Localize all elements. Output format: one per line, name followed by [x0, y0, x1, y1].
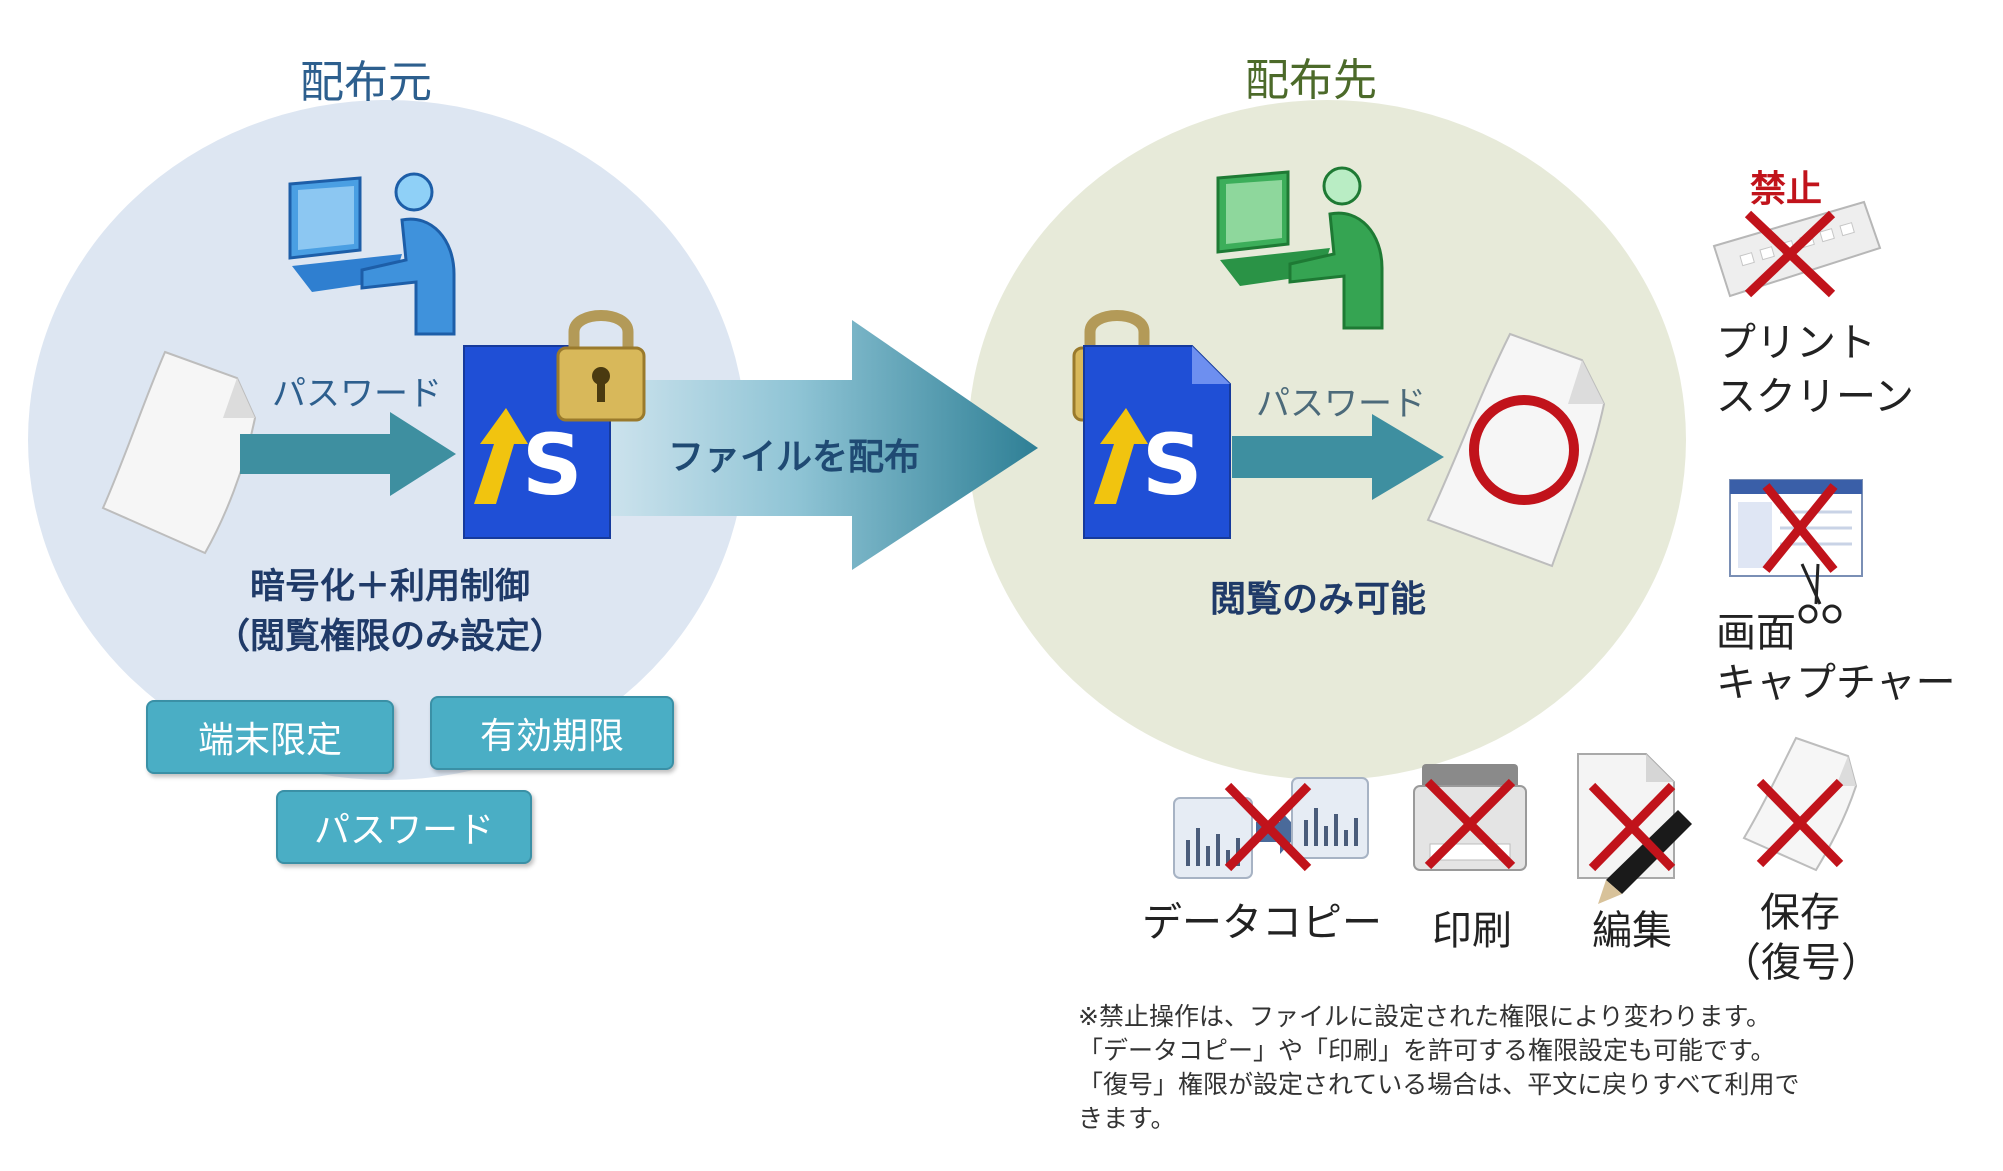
source-caption-line1: 暗号化＋利用制御 — [249, 567, 530, 607]
ts-protected-file-icon: S — [1083, 345, 1231, 539]
forbidden-header: 禁止 — [1750, 169, 1823, 210]
save-label-line2: （復号） — [1721, 940, 1881, 986]
destination-password-label: パスワード — [1256, 384, 1426, 424]
scissors-icon — [1798, 563, 1842, 624]
document-icon — [1742, 736, 1858, 872]
note-line-3: 「復号」権限が設定されている場合は、平文に戻りすべて利用で — [1078, 1070, 1800, 1099]
svg-text:S: S — [1142, 416, 1203, 514]
transfer-label: ファイルを配布 — [668, 437, 921, 478]
cross-mark-icon — [1224, 782, 1312, 872]
note-line-1: ※禁止操作は、ファイルに設定された権限により変わります。 — [1078, 1002, 1771, 1031]
cross-mark-icon — [1756, 778, 1844, 868]
cross-mark-icon — [1588, 782, 1676, 872]
user-at-computer-icon — [288, 172, 456, 336]
transfer-arrow — [600, 320, 1038, 570]
cross-mark-icon — [1744, 210, 1836, 298]
padlock-icon — [556, 310, 646, 422]
note-line-2: 「データコピー」や「印刷」を許可する権限設定も可能です。 — [1078, 1036, 1776, 1065]
tag-password[interactable]: パスワード — [276, 790, 532, 864]
save-label-line1: 保存 — [1760, 890, 1840, 936]
tag-expiration[interactable]: 有効期限 — [430, 696, 674, 770]
print-screen-label-line2: スクリーン — [1716, 374, 1914, 420]
cross-mark-icon — [1424, 778, 1516, 870]
source-password-label: パスワード — [272, 374, 442, 414]
destination-caption: 閲覧のみ可能 — [1210, 579, 1427, 620]
source-title: 配布元 — [300, 57, 432, 108]
destination-title: 配布先 — [1245, 55, 1377, 106]
svg-text:S: S — [522, 416, 583, 514]
source-password-arrow — [240, 412, 456, 496]
source-caption-line2: （閲覧権限のみ設定） — [214, 617, 565, 657]
edit-label: 編集 — [1592, 908, 1672, 954]
tag-device-restriction[interactable]: 端末限定 — [146, 700, 394, 774]
circle-mark-icon — [1469, 395, 1579, 505]
pen-icon — [1598, 810, 1692, 904]
document-icon — [1426, 332, 1606, 568]
data-copy-label: データコピー — [1142, 900, 1382, 946]
user-at-computer-icon — [1216, 166, 1384, 330]
note-line-4: きます。 — [1078, 1104, 1176, 1133]
destination-password-arrow — [1232, 414, 1444, 500]
screen-capture-label-line2: キャプチャー — [1716, 660, 1956, 706]
print-label: 印刷 — [1432, 908, 1512, 954]
screen-capture-label-line1: 画面 — [1716, 610, 1796, 656]
cross-mark-icon — [1762, 483, 1838, 573]
print-screen-label-line1: プリント — [1716, 320, 1876, 366]
